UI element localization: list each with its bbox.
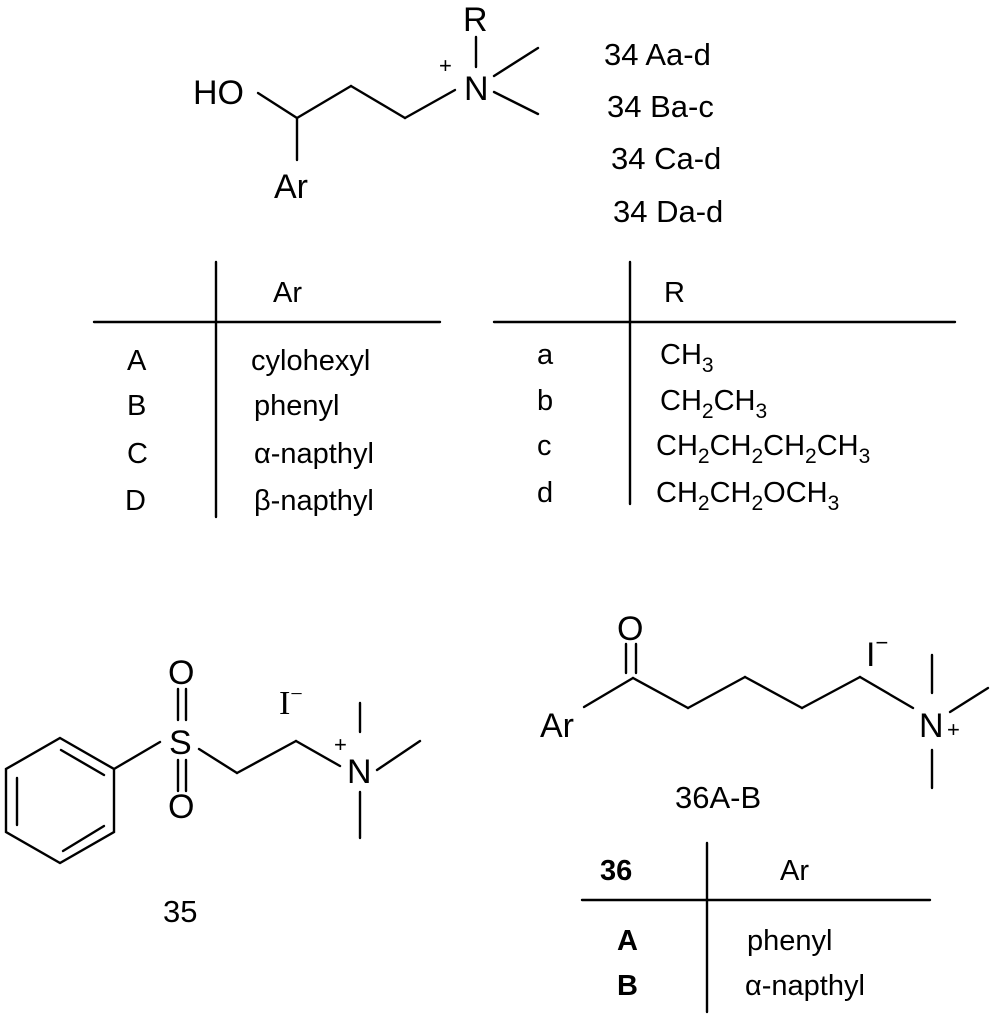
table-ar-34-rules (92, 260, 442, 519)
structure-36-bonds (582, 642, 990, 790)
table-r-row-value: CH2CH3 (660, 385, 767, 423)
table-36-row-code: B (617, 970, 638, 1002)
table-ar-row-value: phenyl (254, 390, 339, 422)
n-positive-charge: + (947, 717, 960, 742)
formula-text: CH (710, 430, 752, 462)
formula-subscript: 3 (828, 492, 840, 515)
table-r-row-value: CH3 (660, 339, 714, 377)
formula-text: OCH (763, 477, 827, 509)
n-positive-charge: + (334, 732, 347, 757)
formula-text: CH (660, 385, 702, 417)
formula-subscript: 2 (751, 445, 763, 468)
table-ar-row-code: A (127, 345, 147, 377)
formula-subscript: 2 (698, 492, 710, 515)
structure-34-bonds (256, 35, 540, 162)
table-ar-row-code: C (127, 438, 148, 470)
formula-text: CH (660, 339, 702, 371)
compound-label-34a: 34 Aa-d (604, 37, 711, 72)
structure-35-atoms: S O O N + I− 35 (163, 654, 372, 929)
compound-label-34b: 34 Ba-c (607, 89, 714, 124)
table-36-row-value: phenyl (747, 925, 832, 957)
table-r-34-rules (492, 260, 957, 506)
iodide-ion: I− (279, 681, 303, 722)
atom-r: R (463, 1, 488, 39)
formula-subscript: 3 (702, 354, 714, 377)
formula-text: CH (763, 430, 805, 462)
table-36-row-code: A (617, 925, 638, 957)
table-ar-row-value: α-napthyl (254, 438, 374, 470)
compound-label-34c: 34 Ca-d (611, 141, 721, 176)
compound-labels-34: 34 Aa-d 34 Ba-c 34 Ca-d 34 Da-d (604, 37, 723, 229)
table-r-row-code: c (537, 430, 552, 462)
table-ar-row-value: cylohexyl (251, 345, 370, 377)
atom-o: O (617, 610, 643, 648)
table-r-row-code: b (537, 385, 553, 417)
formula-subscript: 2 (751, 492, 763, 515)
structure-36-atoms: O Ar N + I− 36A-B (540, 610, 960, 815)
formula-subscript: 3 (859, 445, 871, 468)
atom-n: N (464, 70, 489, 108)
table-ar-row-code: D (125, 485, 146, 517)
iodide-ion: I− (866, 630, 888, 674)
atom-o-bottom: O (168, 788, 194, 826)
table-r-row-value: CH2CH2CH2CH3 (656, 430, 870, 468)
structure-34-atoms: HO Ar R N + (193, 1, 489, 206)
structure-35-bonds (4, 687, 422, 865)
compound-label-34d: 34 Da-d (613, 194, 723, 229)
formula-subscript: 2 (698, 445, 710, 468)
atom-ar: Ar (540, 707, 574, 745)
atom-n: N (347, 753, 372, 791)
table-r-row-code: a (537, 339, 554, 371)
table-36-header-code: 36 (600, 855, 632, 887)
formula-subscript: 3 (755, 400, 767, 423)
formula-text: CH (710, 477, 752, 509)
formula-text: CH (714, 385, 756, 417)
formula-text: CH (817, 430, 859, 462)
table-r-row-code: d (537, 477, 553, 509)
table-r-row-value: CH2CH2OCH3 (656, 477, 839, 515)
table-ar-row-code: B (127, 390, 146, 422)
compound-label-35: 35 (163, 894, 197, 929)
formula-subscript: 2 (702, 400, 714, 423)
atom-ho: HO (193, 74, 244, 112)
table-36-header-value: Ar (780, 855, 809, 887)
atom-o-top: O (168, 654, 194, 692)
atom-ar: Ar (274, 168, 308, 206)
table-ar-34: Ar A cylohexyl B phenyl C α-napthyl D β-… (125, 277, 374, 517)
formula-subscript: 2 (805, 445, 817, 468)
formula-text: CH (656, 477, 698, 509)
atom-n: N (919, 707, 944, 745)
table-ar-row-value: β-napthyl (254, 485, 374, 517)
n-positive-charge: + (439, 53, 452, 78)
table-r-header: R (664, 277, 685, 309)
compound-label-36: 36A-B (675, 780, 761, 815)
table-ar-header: Ar (273, 277, 302, 309)
table-r-34: R a CH3 b CH2CH3 c CH2CH2CH2CH3 d CH2CH2… (537, 277, 870, 515)
table-36-row-value: α-napthyl (745, 970, 865, 1002)
formula-text: CH (656, 430, 698, 462)
table-36-rules (580, 841, 932, 1014)
table-36: 36 Ar A phenyl B α-napthyl (600, 855, 865, 1002)
atom-s: S (169, 724, 192, 762)
